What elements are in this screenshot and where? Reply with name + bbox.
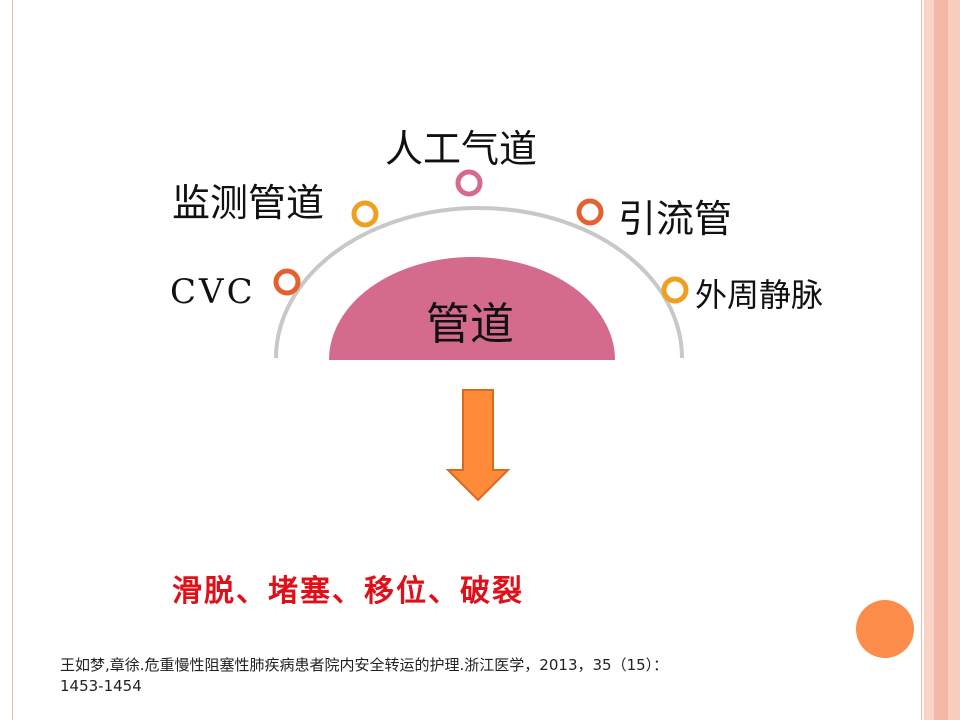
stripe-1 (924, 0, 934, 720)
node-label-monitoring: 监测管道 (172, 181, 325, 225)
accent-dot (856, 600, 914, 658)
node-label-airway: 人工气道 (385, 127, 538, 171)
result-text: 滑脱、堵塞、移位、破裂 (172, 574, 524, 609)
down-arrow-icon (445, 389, 511, 502)
stripe-2 (934, 0, 948, 720)
slide-frame (12, 0, 922, 720)
airway-ring-icon (455, 169, 483, 197)
node-label-drainage: 引流管 (618, 197, 733, 241)
decorative-stripes (924, 0, 960, 720)
peripheral-ring-icon (661, 276, 689, 304)
node-label-peripheral: 外周静脉 (695, 276, 824, 314)
center-semicircle (329, 257, 615, 360)
node-label-cvc: CVC (170, 272, 256, 312)
monitoring-ring-icon (351, 200, 379, 228)
cvc-ring-icon (273, 268, 301, 296)
center-label: 管道 (426, 299, 514, 350)
citation-line-1: 王如梦,章徐.危重慢性阻塞性肺疾病患者院内安全转运的护理.浙江医学，2013，3… (60, 656, 669, 674)
citation-line-2: 1453-1454 (60, 677, 142, 695)
drainage-ring-icon (576, 198, 604, 226)
citation: 王如梦,章徐.危重慢性阻塞性肺疾病患者院内安全转运的护理.浙江医学，2013，3… (60, 655, 920, 697)
stripe-3 (948, 0, 960, 720)
outer-arc (274, 206, 684, 359)
